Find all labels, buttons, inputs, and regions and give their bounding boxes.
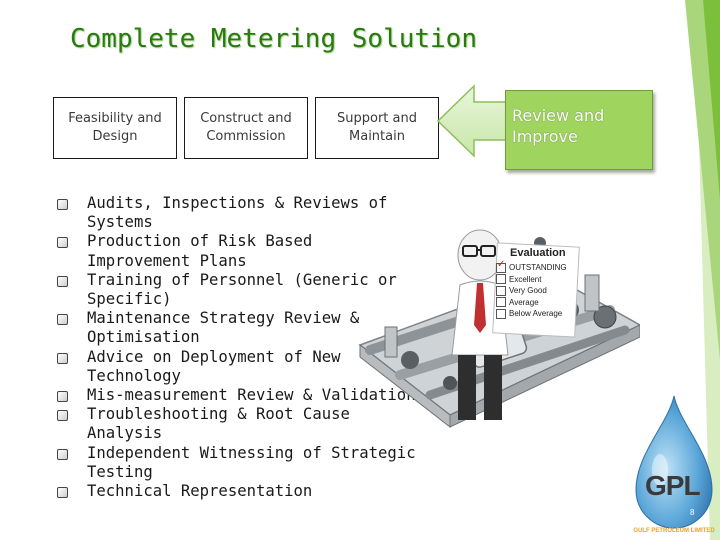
evaluation-heading: Evaluation xyxy=(510,247,566,259)
checkbox-bullet-icon xyxy=(57,448,68,460)
list-item: Audits, Inspections & Reviews of Systems xyxy=(57,194,417,232)
checkbox-bullet-icon xyxy=(57,410,68,422)
page-title: Complete Metering Solution xyxy=(70,24,477,54)
list-item: Technical Representation xyxy=(57,482,417,501)
review-and-improve-box: Review and Improve xyxy=(505,90,653,170)
list-item-text: Troubleshooting & Root Cause Analysis xyxy=(87,405,350,443)
list-item-text: Maintenance Strategy Review & Optimisati… xyxy=(87,309,360,347)
checkbox-bullet-icon xyxy=(57,391,68,403)
checkbox-icon xyxy=(496,285,506,296)
list-item-text: Audits, Inspections & Reviews of Systems xyxy=(87,194,388,232)
decorative-green-strip xyxy=(660,0,720,540)
list-item: Production of Risk Based Improvement Pla… xyxy=(57,232,417,270)
list-item: Troubleshooting & Root Cause Analysis xyxy=(57,405,417,443)
list-item-text: Advice on Deployment of New Technology xyxy=(87,347,341,385)
list-item: Independent Witnessing of Strategic Test… xyxy=(57,444,417,482)
list-item: Advice on Deployment of New Technology xyxy=(57,348,417,386)
list-item-text: Mis-measurement Review & Validation xyxy=(87,386,416,405)
list-item: Mis-measurement Review & Validation xyxy=(57,386,417,405)
checkbox-bullet-icon xyxy=(57,275,68,287)
list-item-text: Technical Representation xyxy=(87,482,313,501)
evaluation-illustration xyxy=(358,229,640,429)
evaluation-option: OUTSTANDING xyxy=(509,263,567,273)
evaluation-option: Below Average xyxy=(509,309,563,319)
evaluation-option: Average xyxy=(509,297,539,307)
list-item-text: Production of Risk Based Improvement Pla… xyxy=(87,232,313,270)
gpl-drop-logo xyxy=(635,395,713,529)
checkbox-bullet-icon xyxy=(57,487,68,499)
checkbox-bullet-icon xyxy=(57,237,68,249)
process-box-label: Feasibility and Design xyxy=(68,111,162,144)
checkbox-bullet-icon xyxy=(57,314,68,326)
list-item: Maintenance Strategy Review & Optimisati… xyxy=(57,309,417,347)
process-box-feasibility: Feasibility and Design xyxy=(53,97,177,159)
checkbox-bullet-icon xyxy=(57,199,68,210)
checkbox-bullet-icon xyxy=(57,352,68,364)
process-box-construct: Construct and Commission xyxy=(184,97,308,159)
evaluation-option: Excellent xyxy=(509,274,542,284)
evaluation-clipboard xyxy=(492,242,580,338)
list-item-text: Independent Witnessing of Strategic Test… xyxy=(87,443,416,481)
services-list: Audits, Inspections & Reviews of Systems… xyxy=(57,194,417,501)
evaluation-option: Very Good xyxy=(509,286,547,296)
gpl-logo-text: GPL xyxy=(645,470,701,501)
review-box-label: Review and Improve xyxy=(512,106,605,146)
checkbox-icon xyxy=(496,308,506,319)
process-box-label: Support and Maintain xyxy=(337,111,417,144)
checkbox-icon xyxy=(496,274,506,285)
company-name: GULF PETROLEUM LIMITED xyxy=(633,528,715,534)
checked-box-icon: ✓ xyxy=(496,259,506,273)
process-box-label: Construct and Commission xyxy=(200,111,292,144)
checkbox-icon xyxy=(496,297,506,308)
evaluation-panel: Evaluation ✓OUTSTANDING Excellent Very G… xyxy=(496,247,586,320)
process-box-support: Support and Maintain xyxy=(315,97,439,159)
page-number: 8 xyxy=(690,508,695,517)
list-item-text: Training of Personnel (Generic or Specif… xyxy=(87,270,397,309)
list-item: Training of Personnel (Generic or Specif… xyxy=(57,271,417,309)
